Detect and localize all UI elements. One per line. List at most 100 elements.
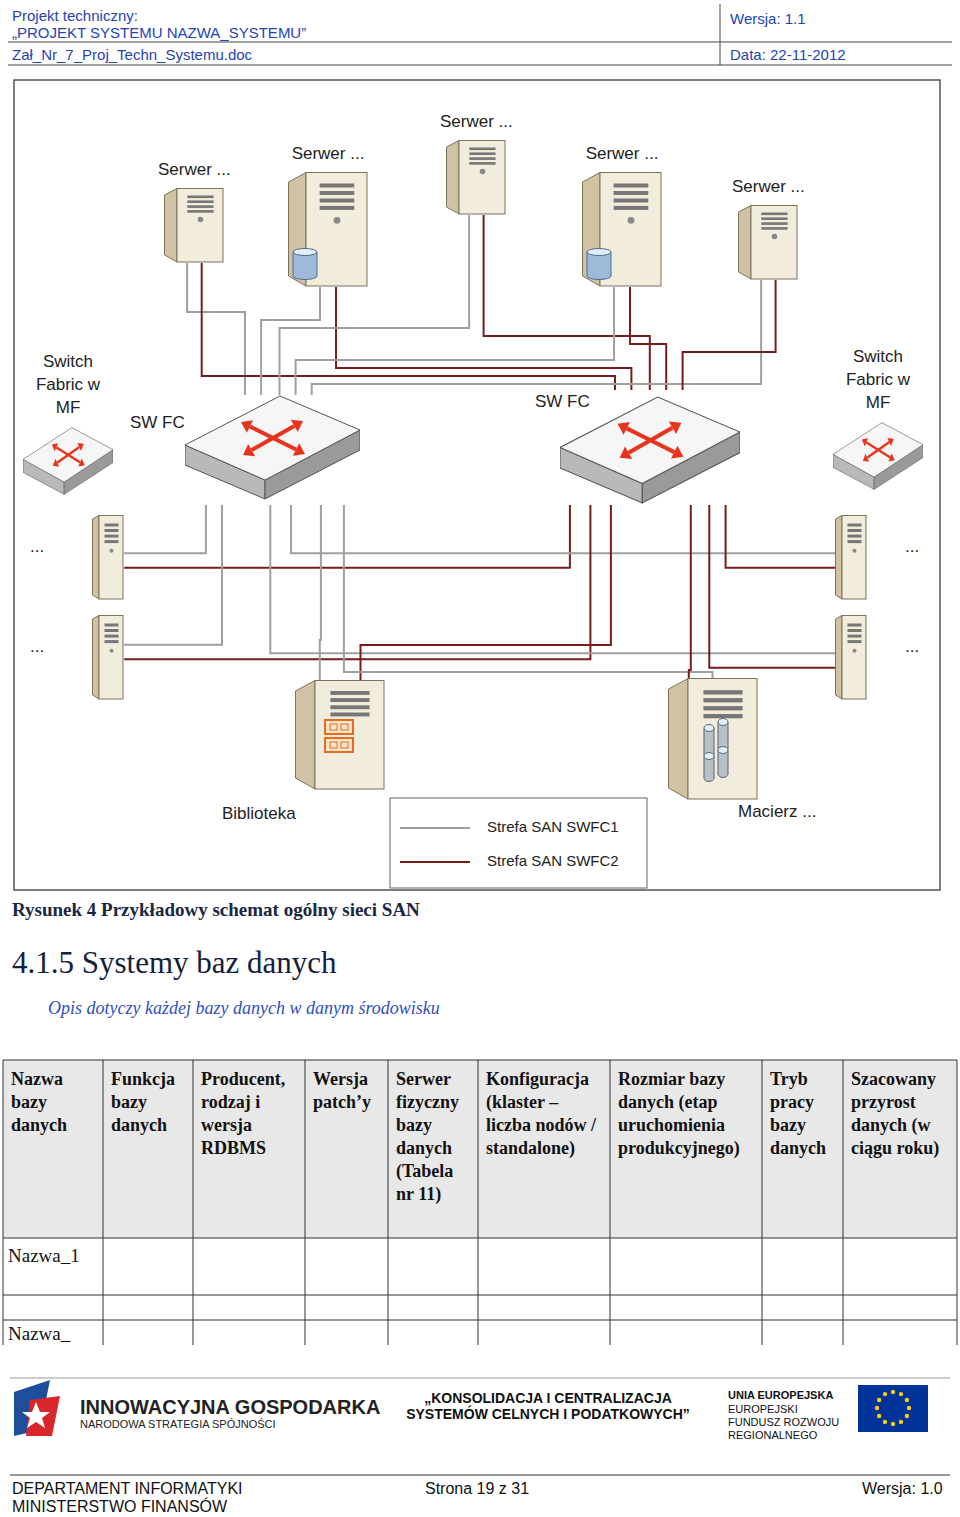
eu-stars — [875, 1390, 911, 1426]
logo-text: EUROPEJSKI FUNDUSZ ROZWOJU REGIONALNEGO — [728, 1403, 853, 1442]
fc-switch-icon — [560, 396, 740, 504]
node-label: Serwer ... — [158, 160, 231, 180]
diagram-frame — [14, 80, 940, 890]
node-label: SW FC — [130, 413, 185, 433]
network-node: Switch Fabric w MF — [832, 345, 924, 490]
footer-rule — [10, 1475, 950, 1476]
node-label: Serwer ... — [732, 177, 805, 197]
san-link — [344, 505, 713, 678]
node-label: Switch Fabric w MF — [28, 350, 108, 419]
san-link — [320, 505, 321, 680]
node-label: Serwer ... — [292, 144, 365, 164]
network-node: ... — [835, 515, 919, 600]
legend-text: Strefa SAN SWFC1 — [487, 818, 619, 836]
server-icon — [92, 615, 124, 700]
table-header-cell: Nazwa bazy danych — [11, 1068, 97, 1137]
network-node: Serwer ... — [732, 177, 805, 280]
server-icon — [835, 615, 867, 700]
network-node: ... — [30, 615, 124, 700]
san-link — [312, 280, 761, 395]
network-node: SW FC — [535, 390, 740, 505]
footer-text: MINISTERSTWO FINANSÓW — [12, 1498, 227, 1516]
header-text: Wersja: 1.1 — [730, 10, 806, 27]
footer-rule — [10, 1378, 950, 1379]
table-header-cell: Wersja patch’y — [313, 1068, 382, 1114]
header-text: Zał_Nr_7_Proj_Techn_Systemu.doc — [12, 46, 252, 63]
network-node: ... — [30, 515, 124, 600]
node-label: SW FC — [535, 392, 590, 412]
network-node: Switch Fabric w MF — [22, 350, 114, 495]
tape-library-icon — [295, 680, 385, 790]
logo-text: NARODOWA STRATEGIA SPÓJNOŚCI — [80, 1418, 276, 1431]
node-label: ... — [30, 615, 44, 657]
logo-text: INNOWACYJNA GOSPODARKA — [80, 1396, 380, 1418]
table-header-cell: Funkcja bazy danych — [111, 1068, 187, 1137]
network-node: Serwer ... — [440, 112, 513, 215]
node-label: ... — [905, 515, 919, 557]
san-link — [202, 263, 615, 390]
header-text: Projekt techniczny: — [12, 7, 138, 24]
legend-box — [390, 798, 647, 888]
table-cell: Nazwa_1 — [8, 1244, 98, 1267]
server-icon — [738, 205, 798, 280]
node-label: Switch Fabric w MF — [838, 345, 918, 414]
network-node: Serwer ... — [582, 144, 662, 287]
header-text: Data: 22-11-2012 — [730, 46, 846, 63]
section-note: Opis dotyczy każdej bazy danych w danym … — [48, 997, 440, 1019]
table-header-cell: Rozmiar bazy danych (etap uruchomienia p… — [618, 1068, 756, 1160]
logo-text: UNIA EUROPEJSKA — [728, 1389, 833, 1402]
table-header-cell: Tryb pracy bazy danych — [770, 1068, 837, 1160]
san-link — [270, 505, 835, 653]
disk-array-icon — [668, 678, 758, 800]
san-link — [683, 280, 776, 390]
san-link — [630, 287, 666, 390]
san-link — [709, 505, 835, 668]
table-header-cell: Konfiguracja (klaster – liczba nodów / s… — [486, 1068, 604, 1160]
table-grid — [3, 1060, 957, 1345]
fc-switch-icon — [185, 395, 360, 500]
server-icon — [446, 140, 506, 215]
san-link — [124, 505, 570, 568]
node-label: ... — [905, 615, 919, 657]
san-link — [124, 505, 222, 645]
network-node: Macierz ... — [668, 678, 816, 822]
network-node: ... — [835, 615, 919, 700]
eu-flag — [858, 1385, 928, 1432]
node-label: Macierz ... — [738, 802, 816, 822]
san-link — [124, 505, 590, 659]
fabric-switch-icon — [833, 422, 923, 490]
network-node: Biblioteka — [222, 680, 385, 824]
table-header-cell: Szacowany przyrost danych (w ciągu roku) — [851, 1068, 951, 1160]
node-label: Serwer ... — [440, 112, 513, 132]
network-node: Serwer ... — [158, 160, 231, 263]
san-link — [124, 505, 206, 553]
network-node: SW FC — [130, 395, 360, 505]
header-text: „PROJEKT SYSTEMU NAZWA_SYSTEMU” — [12, 24, 306, 41]
database-server-icon — [582, 172, 662, 287]
san-link — [689, 505, 691, 678]
legend-line-sample — [400, 861, 470, 863]
table-header-cell: Serwer fizyczny bazy danych (Tabela nr 1… — [396, 1068, 472, 1206]
node-label: Serwer ... — [586, 144, 659, 164]
server-icon — [164, 188, 224, 263]
figure-caption: Rysunek 4 Przykładowy schemat ogólny sie… — [12, 899, 420, 921]
san-link — [361, 505, 611, 680]
table-header-cell: Producent, rodzaj i wersja RDBMS — [201, 1068, 299, 1160]
ig-logo — [14, 1380, 60, 1436]
san-link — [726, 505, 835, 568]
legend-text: Strefa SAN SWFC2 — [487, 852, 619, 870]
server-icon — [835, 515, 867, 600]
footer-text: DEPARTAMENT INFORMATYKI — [12, 1480, 243, 1498]
san-link — [291, 505, 835, 553]
network-node: Serwer ... — [288, 144, 368, 287]
database-server-icon — [288, 172, 368, 287]
header-rules — [8, 4, 952, 65]
fabric-switch-icon — [23, 427, 113, 495]
node-label: Biblioteka — [222, 804, 296, 824]
san-link — [261, 287, 320, 395]
legend-line-sample — [400, 827, 470, 829]
server-icon — [92, 515, 124, 600]
